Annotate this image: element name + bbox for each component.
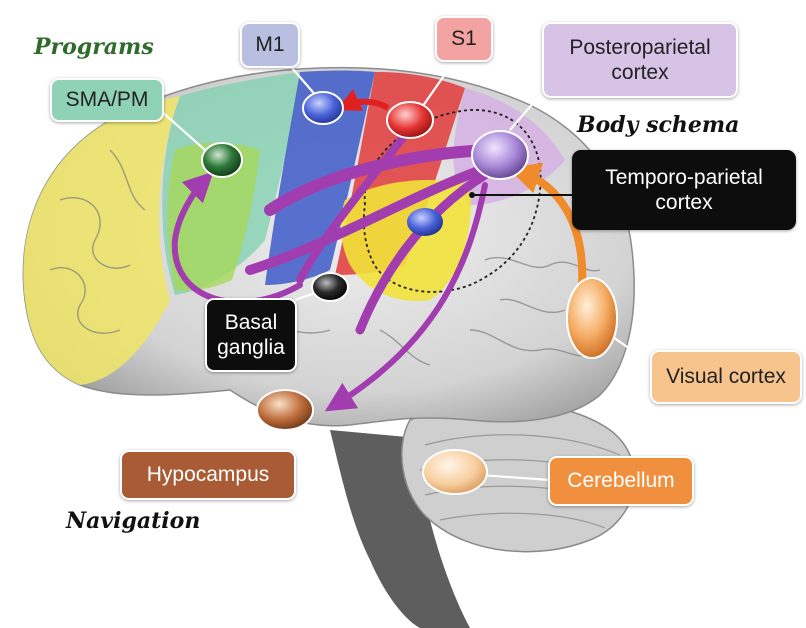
programs-heading: Programs (34, 34, 154, 60)
temporo-parietal-label: Temporo-parietal cortex (572, 150, 796, 230)
hypocampus-node (257, 390, 313, 430)
m1-node (303, 92, 343, 124)
m1-label: M1 (240, 22, 300, 68)
temporo-parietal-dot (469, 192, 475, 198)
sma-pm-node (202, 143, 242, 177)
body-schema-heading: Body schema (577, 112, 739, 138)
visual-cortex-label: Visual cortex (650, 350, 802, 404)
basal-ganglia-node (312, 273, 348, 301)
hypocampus-label: Hypocampus (120, 450, 296, 500)
s1-node (387, 102, 433, 138)
cerebellum-label: Cerebellum (548, 456, 694, 506)
sma-pm-label: SMA/PM (50, 78, 164, 122)
cerebellum-node (423, 450, 487, 494)
posteroparietal-label: Posteroparietal cortex (542, 22, 738, 98)
s1-label: S1 (435, 16, 493, 62)
basal-ganglia-label: Basal ganglia (205, 298, 297, 372)
posteroparietal-node (472, 131, 528, 179)
navigation-heading: Navigation (66, 508, 200, 534)
temporo-parietal-node (407, 208, 443, 236)
visual-cortex-node (567, 278, 617, 358)
